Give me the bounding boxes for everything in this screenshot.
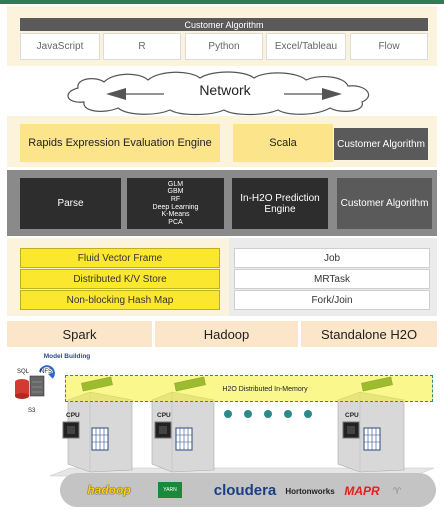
lang-python: Python bbox=[185, 33, 263, 60]
non-blocking-hash-map-box: Non-blocking Hash Map bbox=[20, 290, 220, 310]
cpu-label: CPU bbox=[66, 412, 80, 419]
algo-k-means: K-Means bbox=[161, 211, 190, 219]
mrtask-box: MRTask bbox=[234, 269, 430, 289]
platform-hadoop: Hadoop bbox=[155, 321, 298, 347]
fork-join-box: Fork/Join bbox=[234, 290, 430, 310]
platform-standalone-h2o: Standalone H2O bbox=[301, 321, 437, 347]
hadoop-logo: hadoop bbox=[76, 482, 142, 498]
dot bbox=[264, 410, 272, 418]
cpu-label: CPU bbox=[345, 412, 359, 419]
algo-rf: RF bbox=[170, 195, 181, 203]
s3-label: S3 bbox=[28, 408, 36, 414]
in-memory-bar bbox=[65, 375, 433, 402]
vendor-logo-bar bbox=[60, 473, 436, 507]
storage-icon bbox=[29, 375, 45, 397]
algo-pca: PCA bbox=[168, 218, 183, 226]
algo-glm: GLM bbox=[167, 180, 184, 188]
network-cloud bbox=[67, 71, 370, 116]
job-box: Job bbox=[234, 248, 430, 268]
cpu-icon bbox=[62, 421, 80, 439]
dot bbox=[304, 410, 312, 418]
server-3 bbox=[337, 391, 405, 473]
platform-spark: Spark bbox=[7, 321, 152, 347]
cpu-icon bbox=[154, 421, 172, 439]
cpu-label: CPU bbox=[157, 412, 171, 419]
yarn-logo-text: YARN bbox=[163, 487, 177, 493]
dot bbox=[244, 410, 252, 418]
customer-algorithm-box-scala: Customer Algorithm bbox=[334, 128, 428, 160]
database-icon bbox=[15, 379, 29, 399]
hortonworks-logo-text: Hortonworks bbox=[285, 486, 335, 496]
cloudera-logo: cloudera bbox=[210, 480, 280, 500]
h2o-prediction-engine-box: In-H2O Prediction Engine bbox=[232, 178, 328, 229]
customer-algorithm-box: Customer Algorithm bbox=[337, 178, 432, 229]
cpu-icon bbox=[342, 421, 360, 439]
dot bbox=[224, 410, 232, 418]
lang-excel-tableau: Excel/Tableau bbox=[266, 33, 346, 60]
fluid-vector-frame-box: Fluid Vector Frame bbox=[20, 248, 220, 268]
mapr-logo: MAPR bbox=[340, 483, 384, 499]
top-accent-bar bbox=[0, 0, 444, 4]
hortonworks-logo: Hortonworks bbox=[282, 484, 338, 498]
lang-flow: Flow bbox=[350, 33, 428, 60]
cloudera-logo-text: cloudera bbox=[213, 481, 277, 499]
lang-r: R bbox=[103, 33, 181, 60]
dot bbox=[284, 410, 292, 418]
algorithms-box: GLM GBM RF Deep Learning K-Means PCA bbox=[127, 178, 224, 229]
in-memory-label: H2O Distributed In-Memory bbox=[222, 385, 308, 393]
scala-box: Scala bbox=[233, 124, 333, 162]
misc-vendor-logo: ♈ bbox=[386, 484, 408, 498]
distributed-kv-store-box: Distributed K/V Store bbox=[20, 269, 220, 289]
sql-label: SQL bbox=[17, 369, 30, 375]
algo-deep-learning: Deep Learning bbox=[152, 203, 199, 211]
mapr-logo-text: MAPR bbox=[344, 484, 380, 498]
model-building-label: Model Building bbox=[43, 352, 91, 360]
customer-algorithm-title: Customer Algorithm bbox=[20, 18, 428, 31]
sync-icon bbox=[39, 365, 55, 379]
parse-box: Parse bbox=[20, 178, 121, 229]
algo-gbm: GBM bbox=[167, 188, 184, 196]
misc-vendor-logo-text: ♈ bbox=[392, 485, 402, 496]
lang-javascript: JavaScript bbox=[20, 33, 100, 60]
network-label: Network bbox=[199, 82, 251, 98]
rapids-engine-box: Rapids Expression Evaluation Engine bbox=[20, 124, 220, 162]
nfs-label: NFS bbox=[40, 369, 52, 375]
server-2 bbox=[151, 391, 215, 473]
yarn-logo: YARN bbox=[158, 482, 182, 498]
hadoop-logo-text: hadoop bbox=[87, 483, 131, 497]
